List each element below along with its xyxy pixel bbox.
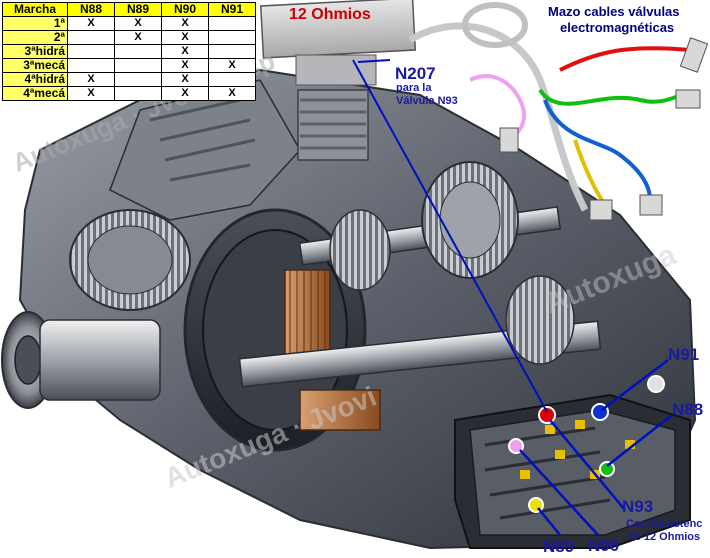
mark-cell: X [161,58,209,73]
table-header-cell: N89 [114,2,162,17]
table-header-row: Marcha N88 N89 N90 N91 [2,2,256,17]
mark-cell [67,44,115,59]
gear-cell: 3ªmecá [2,58,68,73]
mark-cell: X [161,44,209,59]
harness-red [559,46,691,72]
pointer-n207-label [357,59,391,63]
mark-cell: X [208,58,256,73]
pointer-n90 [519,449,599,536]
valve-n90-dot [508,438,524,454]
n89-label: N89 [543,537,575,556]
mark-cell: X [208,86,256,101]
n207-note-line2: Válvula N93 [396,95,458,107]
table-row: 3ªhidrá X [2,44,256,59]
mark-cell: X [161,86,209,101]
gear-cell: 3ªhidrá [2,44,68,59]
valve-n93-dot [538,406,556,424]
mark-cell [114,58,162,73]
planetary-gear-3 [505,275,575,365]
pointer-n91 [601,359,669,411]
mark-cell [114,86,162,101]
n207-label: N207 [395,64,436,83]
table-row: 3ªmecá X X [2,58,256,73]
pointer-n89 [537,507,561,536]
n93-note-line2: de 12 Ohmios [628,531,701,543]
pointer-n207 [352,59,548,413]
harness-green [538,88,683,106]
mark-cell: X [161,30,209,45]
table-row: 4ªhidrá X X [2,72,256,87]
valve-n91-dot [647,375,665,393]
mark-cell [114,44,162,59]
clutch-pack [284,269,331,361]
pointer-n88 [606,414,673,467]
table-header-cell: N91 [208,2,256,17]
gear-cell: 2ª [2,30,68,45]
mark-cell [208,44,256,59]
mark-cell: X [67,16,115,31]
n207-note-line1: para la [396,82,432,94]
pointer-n93 [549,419,626,511]
table-row: 4ªmecá X X X [2,86,256,101]
harness-label-line1: Mazo cables válvulas [548,4,680,19]
gear-cell: 4ªmecá [2,86,68,101]
n91-label: N91 [668,345,700,364]
mark-cell: X [114,16,162,31]
resistor-housing [259,0,417,59]
mark-cell [114,72,162,87]
table-row: 2ª X X [2,30,256,45]
mark-cell [67,58,115,73]
gear-cell: 1ª [2,16,68,31]
mark-cell [208,30,256,45]
gear-cell: 4ªhidrá [2,72,68,87]
mark-cell: X [67,86,115,101]
planetary-gear-2 [329,209,391,291]
mark-cell [208,16,256,31]
valve-green-dot [599,461,615,477]
n93-note-line1: Con Resistenc [626,518,703,530]
mark-cell: X [114,30,162,45]
table-header-cell: Marcha [2,2,68,17]
resistor-value-label: 12 Ohmios [289,6,371,23]
table-header-cell: N88 [67,2,115,17]
mark-cell [67,30,115,45]
mark-cell: X [67,72,115,87]
harness-gray [408,22,589,212]
mark-cell [208,72,256,87]
n90-label: N90 [588,536,620,555]
mark-cell: X [161,16,209,31]
n93-label: N93 [622,497,654,516]
table-header-cell: N90 [161,2,209,17]
mark-cell: X [161,72,209,87]
n88-label: N88 [672,400,704,419]
table-row: 1ª X X X [2,16,256,31]
gear-solenoid-table: Marcha N88 N89 N90 N91 1ª X X X 2ª X X [2,2,256,101]
harness-label-line2: electromagnéticas [560,20,675,35]
harness-blue [543,99,652,201]
